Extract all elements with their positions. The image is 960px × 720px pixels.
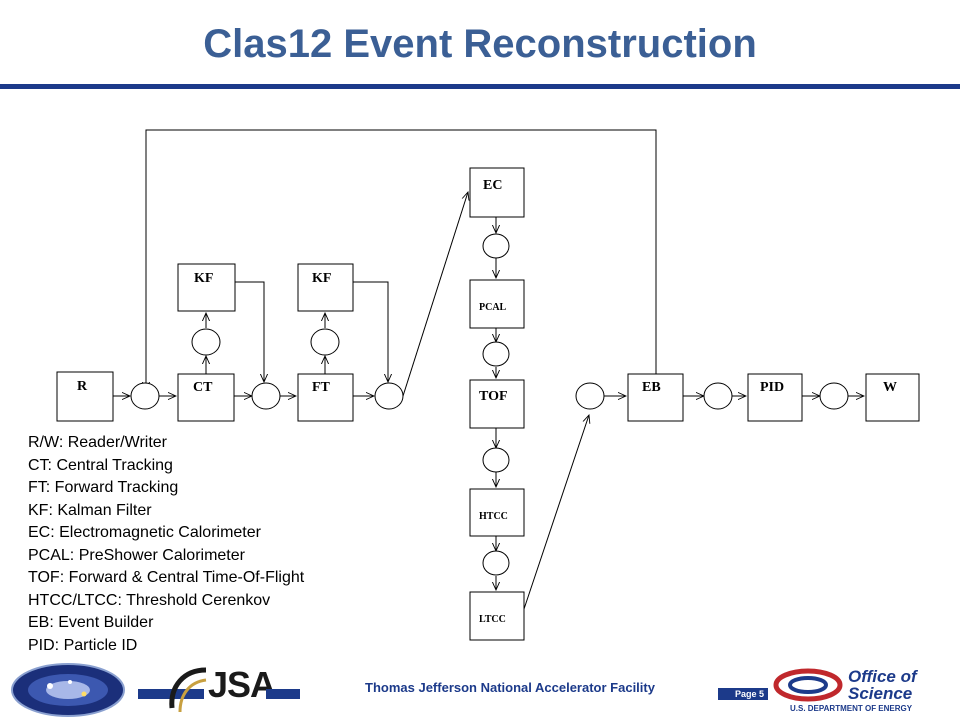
box-r: R [56,371,114,422]
box-kf-forward-label: KF [312,271,331,286]
legend-item: TOF: Forward & Central Time-Of-Flight [28,569,305,586]
junction-node [819,382,849,410]
junction-node [703,382,733,410]
box-ec-label: EC [483,178,502,193]
box-w-label: W [883,380,897,395]
legend-item: EB: Event Builder [28,614,154,631]
page-title: Clas12 Event Reconstruction [203,22,757,66]
junction-node [191,328,221,356]
box-ft: FT [297,373,354,422]
legend-item: PID: Particle ID [28,636,138,654]
box-ft-label: FT [312,380,331,395]
box-htcc-label: HTCC [479,511,508,522]
doe-science-logo-icon [773,668,843,702]
box-tof: TOF [469,379,525,429]
box-ltcc-label: LTCC [479,614,506,625]
junction-node [130,382,160,410]
box-ct: CT [177,373,235,422]
junction-node [251,382,281,410]
junction-node [374,382,404,410]
box-kf-forward: KF [297,263,354,312]
legend-item: FT: Forward Tracking [28,479,179,496]
junction-nodes [130,233,849,576]
box-ltcc: LTCC [469,591,525,641]
legend-item: HTCC/LTCC: Threshold Cerenkov [28,591,271,609]
jsa-swoosh-icon [169,667,207,713]
legend-item: CT: Central Tracking [28,456,173,474]
box-eb: EB [627,373,684,422]
title-divider [0,84,960,89]
flow-connectors [113,192,864,613]
junction-node [310,328,340,356]
box-pid: PID [747,373,803,422]
junction-node [482,341,510,367]
box-r-label: R [77,379,88,394]
box-pid-label: PID [760,380,784,395]
box-ct-label: CT [193,380,213,395]
box-tof-label: TOF [479,389,508,404]
box-eb-label: EB [642,380,661,395]
lab-name: Thomas Jefferson National Accelerator Fa… [365,680,655,695]
legend-item: EC: Electromagnetic Calorimeter [28,524,261,541]
legend-item: R/W: Reader/Writer [28,434,167,451]
page-number: Page 5 [718,688,768,700]
box-htcc: HTCC [469,488,525,537]
nuclear-physics-logo [11,663,125,717]
legend: R/W: Reader/Writer CT: Central Tracking … [28,432,304,657]
doe-subtitle: U.S. DEPARTMENT OF ENERGY [790,704,913,713]
box-kf-central: KF [177,263,236,312]
doe-logo-text: Office of Science [848,667,917,703]
junction-node [482,447,510,473]
box-pcal: PCAL [469,279,525,329]
box-kf-central-label: KF [194,271,213,286]
legend-item: PCAL: PreShower Calorimeter [28,546,245,564]
feedback-loop-line [146,129,657,400]
box-pcal-label: PCAL [479,302,507,313]
jsa-logo-text: JSA [208,664,276,705]
junction-node [482,233,510,259]
footer-bar-mid [266,689,300,699]
box-w: W [865,373,920,422]
junction-node [482,550,510,576]
junction-node [575,382,605,410]
legend-item: KF: Kalman Filter [28,501,152,519]
box-ec: EC [469,167,525,218]
